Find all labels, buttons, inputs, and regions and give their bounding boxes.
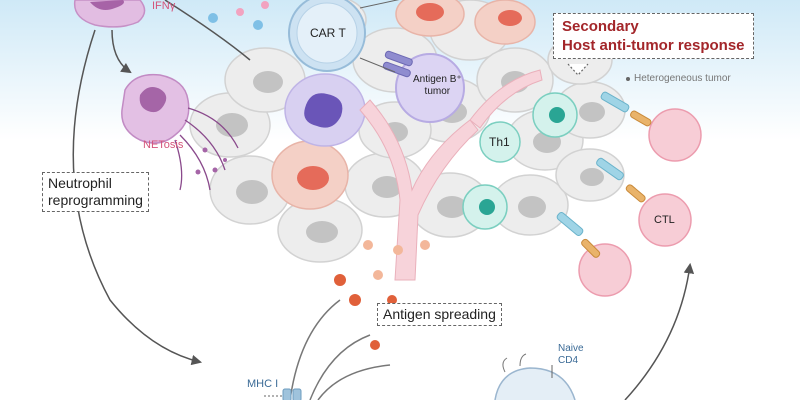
arrow-left-to-dendritic [72, 29, 203, 366]
naive-cd4-cell [494, 367, 576, 400]
heterogeneous-pointer-dot [626, 77, 630, 81]
naive-line1: Naive [558, 343, 584, 354]
tcr-receptor-icons [556, 91, 630, 236]
secondary-line2: Host anti-tumor response [562, 37, 745, 54]
purple-tumor-nucleus [304, 93, 343, 128]
secondary-response-box: Secondary Host anti-tumor response [553, 13, 754, 59]
secondary-line1: Secondary [562, 18, 639, 35]
car-synapse-line [359, 57, 396, 73]
naive-cd4-microvilli [502, 353, 527, 373]
th1-label: Th1 [489, 135, 510, 149]
naive-cd4-label: Naive CD4 [558, 343, 584, 367]
car-t-label: CAR T [310, 26, 346, 40]
antigen-binding-icons [581, 110, 652, 258]
dendritic-cell [289, 299, 391, 400]
pink-tumor-cells [271, 0, 536, 210]
blood-vessel [359, 99, 479, 281]
antigen-b-line2: tumor [424, 86, 451, 97]
antigen-b-tumor-cell [395, 53, 465, 123]
ifny-dots [208, 1, 269, 30]
antigen-b-line1: Antigen B⁺ [413, 74, 462, 85]
neutrophil-line2: reprogramming [48, 192, 143, 208]
naive-line2: CD4 [558, 355, 579, 366]
car-t-inner [296, 2, 358, 64]
arrow-neutrophil-to-netosis [111, 29, 132, 74]
antigen-b-label: Antigen B⁺ tumor [413, 74, 462, 98]
car-receptor-icons [382, 50, 413, 78]
car-t-pointer [359, 0, 400, 9]
blood-vessel-branch [469, 69, 543, 129]
antigen-spreading-box: Antigen spreading [377, 303, 502, 326]
arrow-ifny-curve [164, 0, 251, 61]
ctl-cells [578, 108, 702, 297]
th1-cells [462, 92, 578, 230]
neutrophil-cell [73, 0, 146, 28]
arrow-to-ctl [624, 262, 695, 400]
neutrophil-reprogramming-box: Neutrophil reprogramming [42, 172, 149, 212]
callout-pointer [567, 63, 589, 76]
ctl-label: CTL [654, 214, 675, 226]
antigen-dots [334, 240, 430, 350]
mhc-label: MHC I [247, 378, 279, 390]
ifny-label: IFNγ [152, 0, 176, 12]
netosis-label: NETosis [143, 139, 184, 151]
mhc-i-receptor [282, 388, 302, 400]
netosis-cell [121, 73, 239, 191]
neutrophil-line1: Neutrophil [48, 175, 112, 191]
heterogeneous-tumor-label: Heterogeneous tumor [634, 73, 731, 84]
